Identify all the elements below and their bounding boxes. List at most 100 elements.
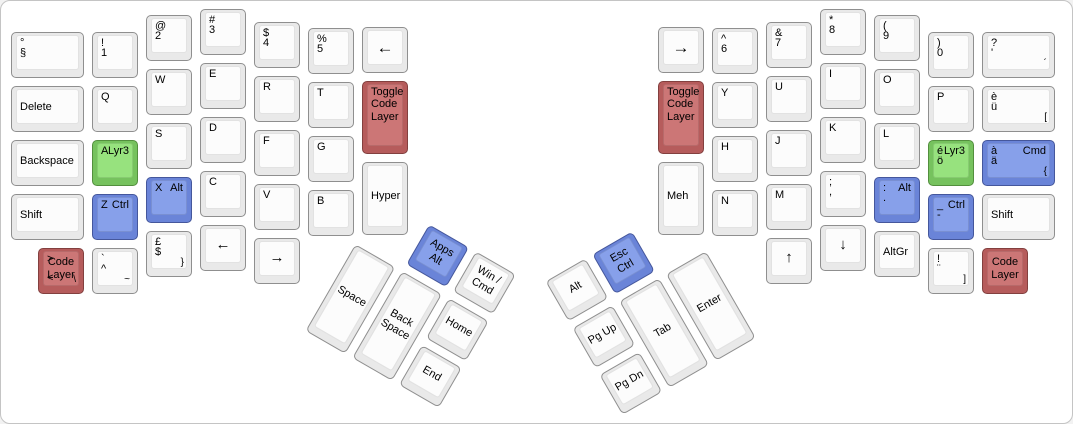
key-minus-ctrl[interactable]: _Ctrl- xyxy=(928,194,974,240)
key-u[interactable]: U xyxy=(766,76,812,122)
key-pg-dn[interactable]: Pg Dn xyxy=(599,351,663,415)
keycap-face: )0 xyxy=(933,35,969,70)
key-i[interactable]: I xyxy=(820,63,866,109)
key-7[interactable]: &7 xyxy=(766,22,812,68)
key-legend: 3 xyxy=(209,23,216,36)
key-toggle-code-layer-right[interactable]: Toggle Code Layer xyxy=(658,81,704,154)
key-n[interactable]: N xyxy=(712,190,758,236)
key-shift-left[interactable]: Shift xyxy=(11,194,84,240)
keycap-face: Apps Alt xyxy=(414,229,464,278)
key-q[interactable]: Q xyxy=(92,86,138,132)
keycap-face: Q xyxy=(97,89,133,124)
key-apostrophe[interactable]: ?'´ xyxy=(982,32,1055,78)
keycap-face: C xyxy=(205,174,241,209)
key-code-layer-right[interactable]: Code Layer xyxy=(982,248,1028,294)
keycap-face: M xyxy=(771,187,807,222)
key-backspace[interactable]: Backspace xyxy=(11,140,84,186)
key-hyper[interactable]: Hyper xyxy=(362,162,408,235)
key-5[interactable]: %5 xyxy=(308,28,354,74)
key-comma[interactable]: ;, xyxy=(820,171,866,217)
key-arrow-left-inner[interactable]: ← xyxy=(362,27,408,73)
key-6[interactable]: ^6 xyxy=(712,28,758,74)
keycap-face: I xyxy=(825,66,861,101)
key-pound[interactable]: £$} xyxy=(146,231,192,277)
key-meh[interactable]: Meh xyxy=(658,162,704,235)
key-p[interactable]: P xyxy=(928,86,974,132)
key-legend: Esc Ctrl xyxy=(608,245,636,276)
key-arrow-up[interactable]: ↑ xyxy=(766,238,812,284)
key-s[interactable]: S xyxy=(146,123,192,169)
key-arrow-left[interactable]: ← xyxy=(200,225,246,271)
key-toggle-code-layer-left[interactable]: Toggle Code Layer xyxy=(362,81,408,154)
key-o[interactable]: O xyxy=(874,69,920,115)
key-home[interactable]: Home xyxy=(425,298,489,362)
key-arrow-right-inner[interactable]: → xyxy=(658,27,704,73)
key-legend: # xyxy=(209,14,216,26)
key-altgr[interactable]: AltGr xyxy=(874,231,920,277)
key-t[interactable]: T xyxy=(308,82,354,128)
key-k[interactable]: K xyxy=(820,117,866,163)
key-legend: * xyxy=(829,14,834,26)
key-legend: ! xyxy=(937,253,941,265)
key-legend: Ctrl xyxy=(111,199,129,211)
key-3[interactable]: #3 xyxy=(200,9,246,55)
key-r[interactable]: R xyxy=(254,76,300,122)
key-w[interactable]: W xyxy=(146,69,192,115)
key-m[interactable]: M xyxy=(766,184,812,230)
key-9[interactable]: (9 xyxy=(874,15,920,61)
key-b[interactable]: B xyxy=(308,190,354,236)
key-legend: Alt xyxy=(898,182,911,194)
key-diaeresis[interactable]: !¨] xyxy=(928,248,974,294)
key-4[interactable]: $4 xyxy=(254,22,300,68)
key-legend: é xyxy=(937,145,944,157)
keycap-face: ← xyxy=(367,30,403,65)
key-y[interactable]: Y xyxy=(712,82,758,128)
key-caret[interactable]: `^~ xyxy=(92,248,138,294)
key-section[interactable]: °§ xyxy=(11,32,84,78)
key-c[interactable]: C xyxy=(200,171,246,217)
key-legend: H xyxy=(721,141,729,153)
key-arrow-right[interactable]: → xyxy=(254,238,300,284)
key-legend: ? xyxy=(991,37,998,49)
key-legend: ^ xyxy=(721,33,727,45)
keycap-face: ;, xyxy=(825,174,861,209)
key-8[interactable]: *8 xyxy=(820,9,866,55)
key-j[interactable]: J xyxy=(766,130,812,176)
key-arrow-down[interactable]: ↓ xyxy=(820,225,866,271)
key-code-layer-left[interactable]: ><\Code Layer xyxy=(38,248,84,294)
key-end[interactable]: End xyxy=(398,344,462,408)
key-e[interactable]: E xyxy=(200,63,246,109)
key-0[interactable]: )0 xyxy=(928,32,974,78)
key-g[interactable]: G xyxy=(308,136,354,182)
keycap-face: L xyxy=(879,126,915,161)
key-period-alt[interactable]: :Alt. xyxy=(874,177,920,223)
arrow-left-inner-icon: ← xyxy=(376,37,394,57)
key-legend: S xyxy=(155,128,163,140)
key-d[interactable]: D xyxy=(200,117,246,163)
key-shift-right[interactable]: Shift xyxy=(982,194,1055,240)
key-h[interactable]: H xyxy=(712,136,758,182)
key-2[interactable]: @2 xyxy=(146,15,192,61)
key-win-cmd[interactable]: Win / Cmd xyxy=(452,251,516,315)
key-delete[interactable]: Delete xyxy=(11,86,84,132)
key-l[interactable]: L xyxy=(874,123,920,169)
key-legend: ü xyxy=(991,100,998,113)
keycap-face: &7 xyxy=(771,25,807,60)
key-legend: Shift xyxy=(20,208,43,221)
key-f[interactable]: F xyxy=(254,130,300,176)
keycap-face: J xyxy=(771,133,807,168)
keycap-face: → xyxy=(259,241,295,276)
key-legend: K xyxy=(829,122,837,134)
key-v[interactable]: V xyxy=(254,184,300,230)
key-1[interactable]: !1 xyxy=(92,32,138,78)
keycap-face: V xyxy=(259,187,295,222)
key-legend: M xyxy=(775,189,785,201)
key-legend: Lyr3 xyxy=(108,145,129,157)
